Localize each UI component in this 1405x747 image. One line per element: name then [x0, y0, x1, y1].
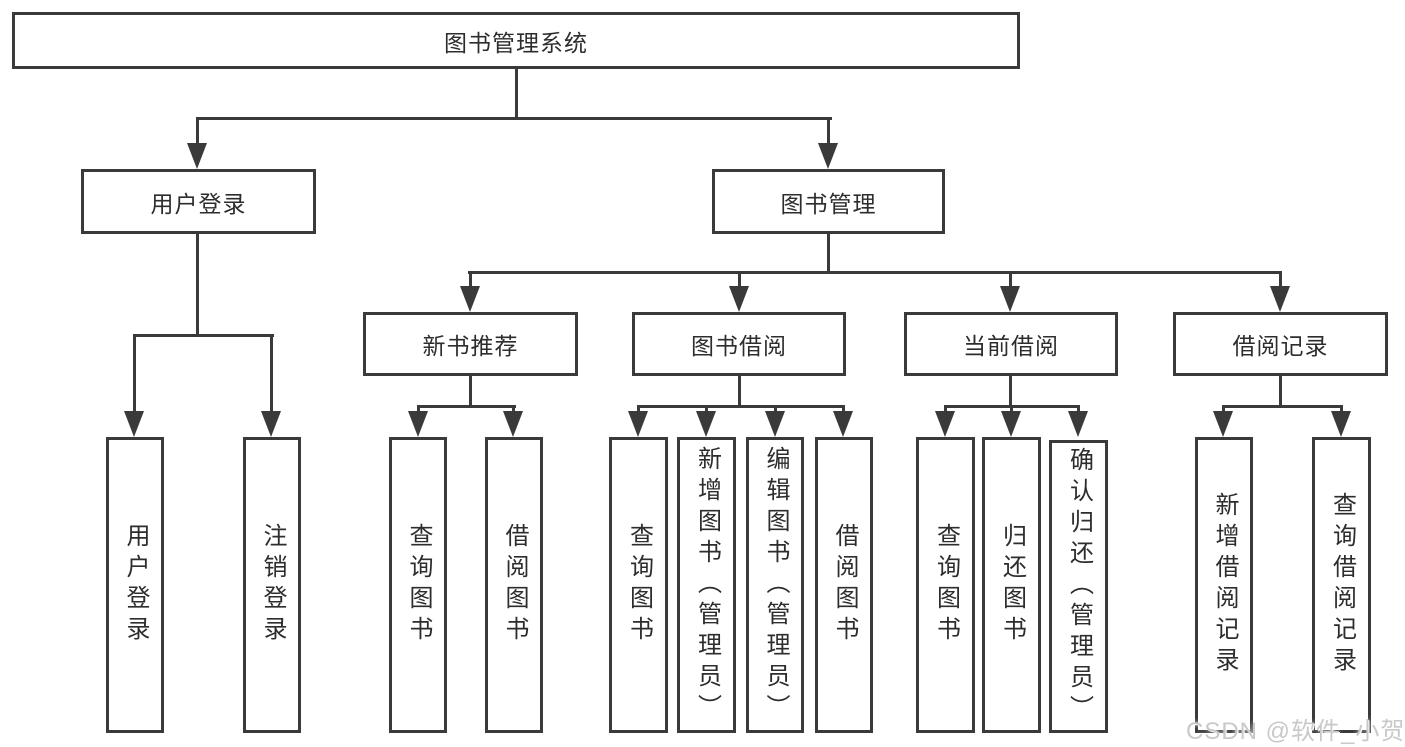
connector-line [637, 405, 845, 408]
arrow-down-icon [1000, 286, 1020, 312]
connector-line [1279, 376, 1282, 407]
node-borrow-books: 借阅图书 [485, 437, 543, 733]
connector-line [469, 376, 472, 407]
node-label: 图书管理系统 [444, 29, 588, 56]
arrow-down-icon [408, 411, 428, 437]
node-library-management-system: 图书管理系统 [12, 12, 1020, 69]
node-user-login-action: 用户登录 [106, 437, 164, 733]
node-new-book-recommend: 新书推荐 [363, 312, 578, 376]
arrow-down-icon [1001, 411, 1021, 437]
arrow-down-icon [729, 286, 749, 312]
csdn-watermark: CSDN @软件_小贺同学 [1186, 718, 1405, 745]
connector-line [512, 405, 515, 414]
node-label: 图书管理 [780, 190, 877, 217]
connector-line [827, 234, 830, 274]
connector-line [270, 334, 273, 412]
connector-line [468, 271, 1282, 274]
connector-line [827, 117, 830, 145]
node-label: 借阅记录 [1232, 333, 1329, 359]
node-borrowing-records: 借阅记录 [1173, 312, 1388, 376]
connector-line [515, 69, 518, 119]
node-label: 当前借阅 [963, 333, 1059, 359]
connector-line [196, 234, 199, 337]
arrow-down-icon [765, 411, 785, 437]
connector-line [196, 117, 199, 145]
connector-line [1222, 405, 1225, 414]
node-query-books: 查询图书 [916, 437, 975, 733]
node-book-management: 图书管理 [712, 169, 945, 234]
connector-line [842, 405, 845, 414]
arrow-down-icon [187, 143, 207, 169]
node-label: 借阅图书 [831, 523, 858, 647]
connector-line [637, 405, 640, 414]
connector-line [1077, 405, 1080, 414]
arrow-down-icon [1068, 411, 1088, 437]
node-label: 查询图书 [932, 523, 960, 647]
arrow-down-icon [460, 286, 480, 312]
connector-line [705, 405, 708, 414]
arrow-down-icon [124, 411, 144, 437]
node-label: 用户登录 [122, 523, 149, 647]
arrow-down-icon [1270, 286, 1290, 312]
node-label: 查询图书 [625, 523, 653, 647]
node-add-books-admin: 新增图书（管理员） [677, 437, 736, 733]
connector-line [1010, 405, 1013, 414]
arrow-down-icon [261, 411, 281, 437]
connector-line [469, 271, 472, 289]
connector-line [738, 376, 741, 407]
node-borrow-books: 借阅图书 [815, 437, 873, 733]
arrow-down-icon [833, 411, 853, 437]
node-book-borrowing: 图书借阅 [632, 312, 846, 376]
node-label: 查询图书 [405, 523, 432, 647]
connector-line [133, 334, 274, 337]
connector-line [738, 271, 741, 289]
connector-line [417, 405, 516, 408]
connector-line [1279, 271, 1282, 289]
arrow-down-icon [1331, 411, 1351, 437]
node-query-books: 查询图书 [389, 437, 447, 733]
node-label: 确认归还（管理员） [1065, 447, 1093, 726]
connector-line [1009, 271, 1012, 289]
connector-line [1340, 405, 1343, 414]
node-label: 借阅图书 [501, 523, 528, 647]
arrow-down-icon [818, 143, 838, 169]
node-label: 编辑图书（管理员） [762, 445, 789, 725]
node-query-books: 查询图书 [609, 437, 668, 733]
node-current-borrowing: 当前借阅 [904, 312, 1118, 376]
node-user-login: 用户登录 [81, 169, 316, 234]
node-label: 归还图书 [998, 523, 1026, 647]
node-confirm-return-admin: 确认归还（管理员） [1049, 440, 1108, 733]
node-label: 注销登录 [259, 523, 286, 647]
node-query-borrow-record: 查询借阅记录 [1312, 437, 1371, 733]
node-label: 查询借阅记录 [1328, 492, 1356, 678]
connector-line [1009, 376, 1012, 407]
node-add-borrow-record: 新增借阅记录 [1195, 437, 1253, 733]
node-edit-books-admin: 编辑图书（管理员） [746, 437, 804, 733]
connector-line [1222, 405, 1343, 408]
connector-line [196, 117, 832, 120]
connector-line [944, 405, 947, 414]
node-logout: 注销登录 [243, 437, 301, 733]
node-label: 图书借阅 [691, 333, 787, 359]
arrow-down-icon [1213, 411, 1233, 437]
connector-line [774, 405, 777, 414]
node-return-books: 归还图书 [982, 437, 1041, 733]
node-label: 新增图书（管理员） [693, 445, 721, 725]
arrow-down-icon [696, 411, 716, 437]
connector-line [417, 405, 420, 414]
node-label: 用户登录 [150, 190, 247, 217]
node-label: 新书推荐 [422, 333, 519, 359]
arrow-down-icon [935, 411, 955, 437]
connector-line [133, 334, 136, 412]
arrow-down-icon [628, 411, 648, 437]
node-label: 新增借阅记录 [1211, 492, 1238, 678]
arrow-down-icon [503, 411, 523, 437]
